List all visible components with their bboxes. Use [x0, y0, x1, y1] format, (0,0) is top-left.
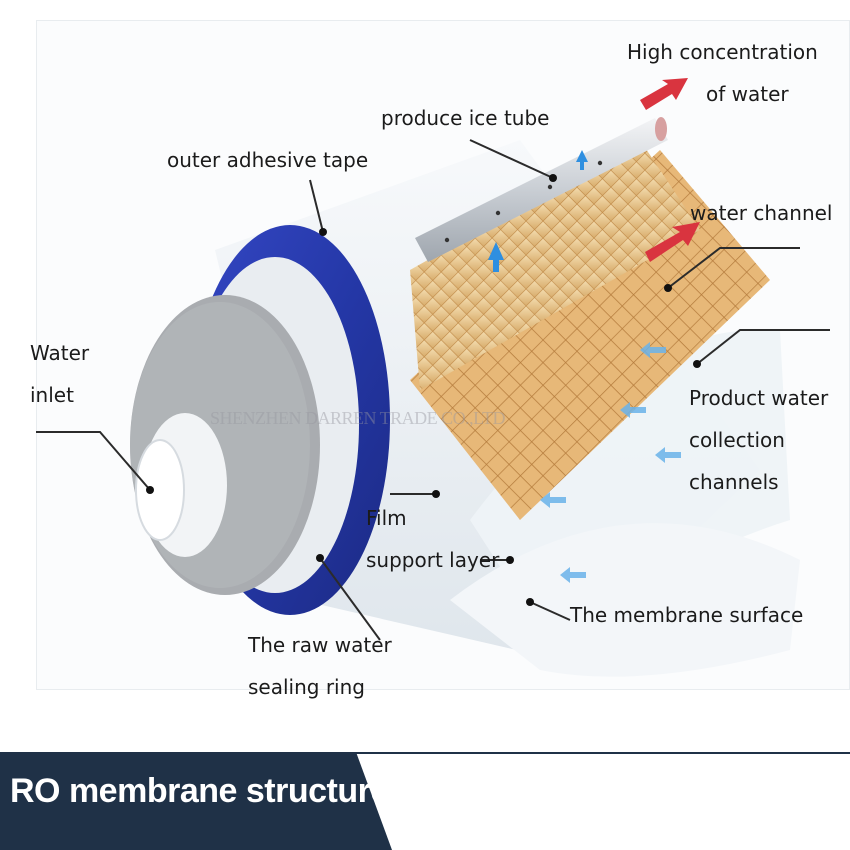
leader-lines	[36, 139, 830, 641]
label-film-support-1: Film	[366, 506, 407, 530]
label-water-inlet-1: Water	[30, 341, 90, 365]
label-concentrate-1: High concentration	[627, 40, 818, 64]
label-outer-adhesive-tape: outer adhesive tape	[167, 148, 369, 172]
product-tube-end	[655, 117, 667, 141]
feed-flow-arrows	[540, 342, 681, 583]
label-produce-ice-tube: produce ice tube	[381, 106, 550, 130]
fine-mesh-layer	[410, 140, 700, 390]
label-concentrate-2: of water	[706, 82, 789, 106]
label-product-water-1: Product water	[689, 386, 829, 410]
label-film-support-2: support layer	[366, 548, 500, 572]
label-sealing-ring-1: The raw water	[248, 633, 392, 657]
leader-dots	[146, 174, 701, 606]
concentrate-arrow	[640, 78, 688, 110]
label-product-water-2: collection	[689, 428, 785, 452]
label-product-water-3: channels	[689, 470, 779, 494]
membrane-surface-sheet	[450, 523, 800, 677]
product-tube	[415, 118, 668, 262]
product-tube-holes	[444, 160, 603, 243]
permeate-flow-arrows	[488, 150, 588, 272]
watermark: SHENZHEN DARREN TRADE CO.,LTD	[210, 408, 506, 428]
label-water-channel: water channel	[690, 201, 833, 225]
brine-spacer-mesh	[410, 150, 770, 520]
water-channel-arrow	[645, 222, 700, 262]
label-water-inlet-2: inlet	[30, 383, 74, 407]
banner-rule	[0, 752, 850, 754]
banner-title: RO membrane structure	[10, 772, 389, 810]
title-banner	[0, 752, 392, 850]
label-membrane-surface: The membrane surface	[570, 603, 804, 627]
label-sealing-ring-2: sealing ring	[248, 675, 365, 699]
